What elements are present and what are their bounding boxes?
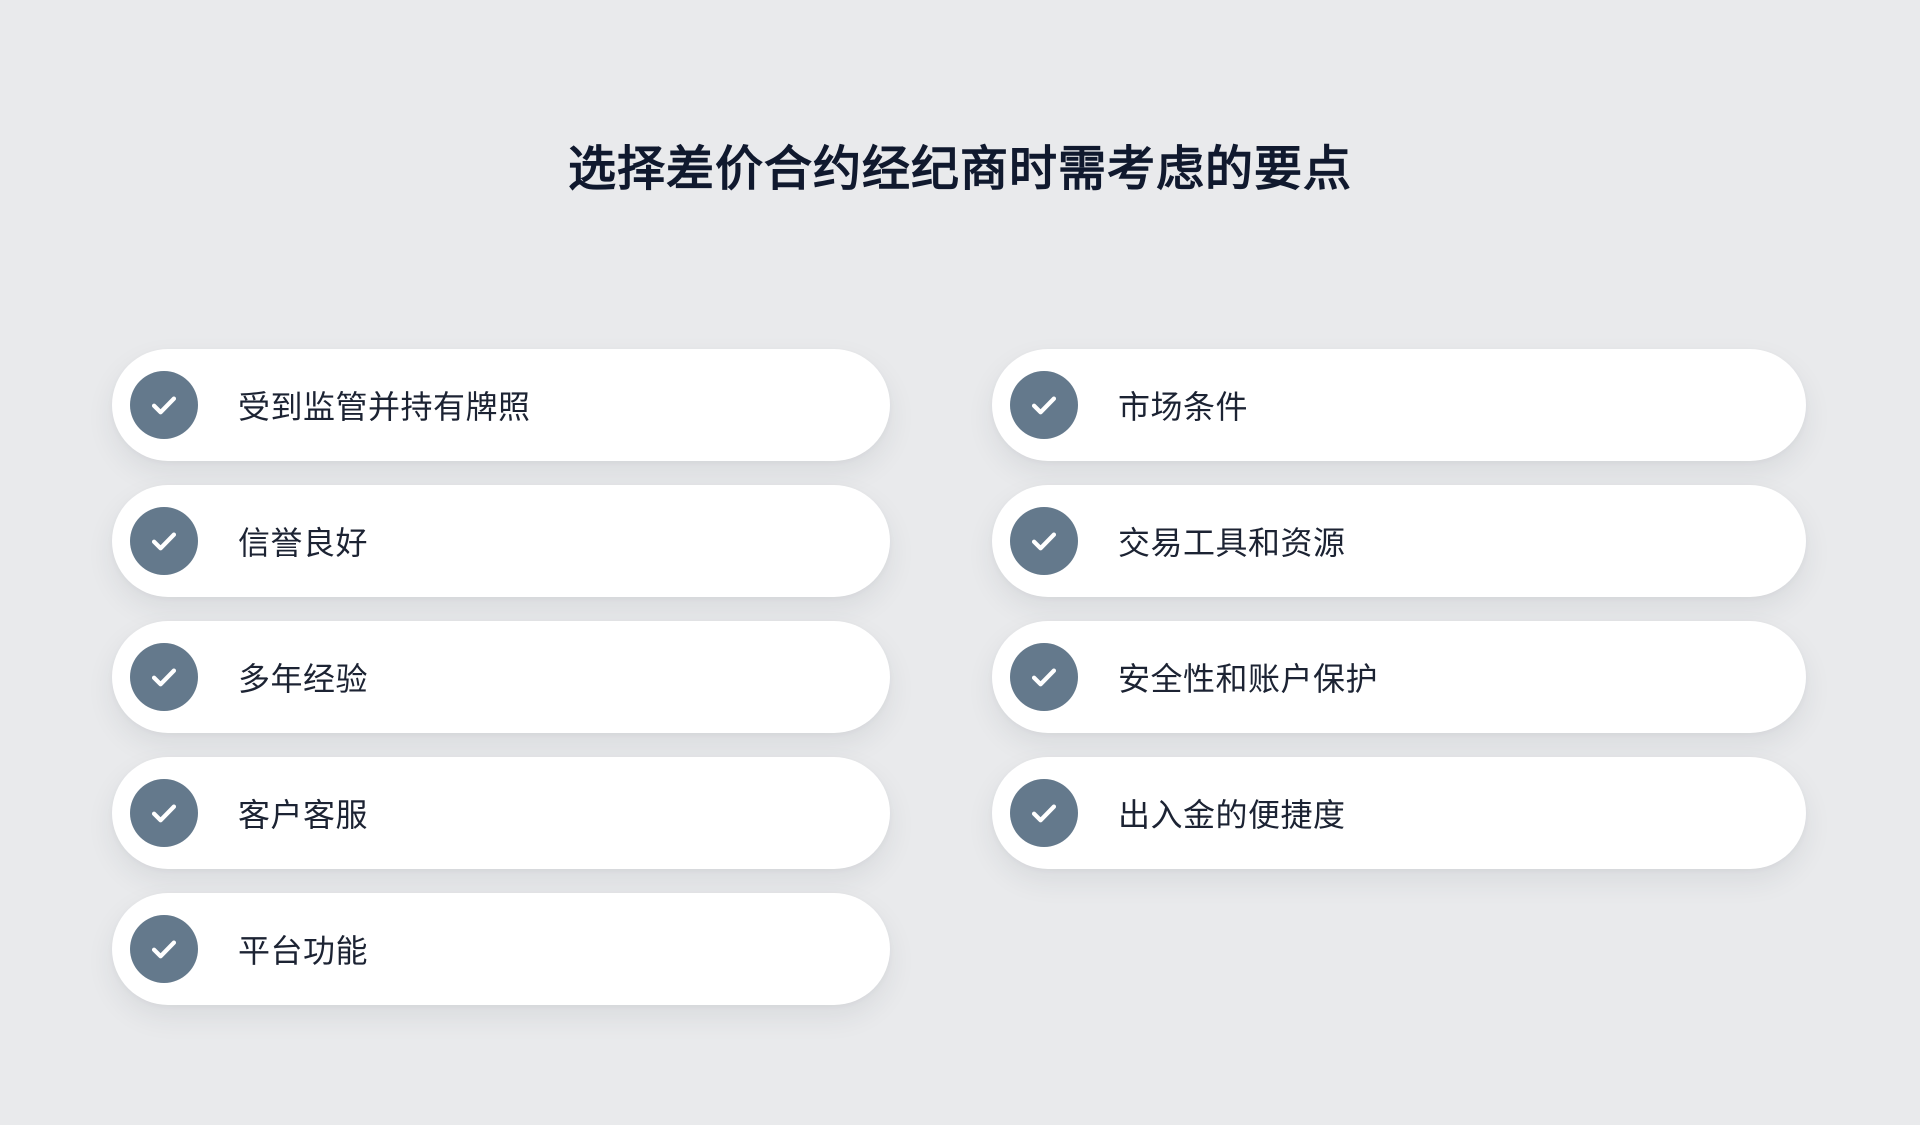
list-item-label: 出入金的便捷度: [1118, 797, 1346, 833]
list-item: 市场条件: [992, 349, 1806, 461]
list-item: 多年经验: [112, 621, 890, 733]
list-item: 出入金的便捷度: [992, 757, 1806, 869]
check-icon: [1010, 779, 1078, 847]
check-icon: [1010, 507, 1078, 575]
check-icon: [130, 643, 198, 711]
list-item-label: 受到监管并持有牌照: [238, 389, 531, 425]
list-item-label: 多年经验: [238, 661, 369, 697]
check-icon: [130, 779, 198, 847]
list-item: 受到监管并持有牌照: [112, 349, 890, 461]
page-title: 选择差价合约经纪商时需考虑的要点: [567, 143, 1352, 196]
checklist-column-left: 受到监管并持有牌照 信誉良好 多年经验 客户客服: [112, 349, 890, 1005]
list-item-label: 平台功能: [238, 933, 369, 969]
list-item: 平台功能: [112, 893, 890, 1005]
list-item-label: 信誉良好: [238, 525, 369, 561]
list-item-label: 交易工具和资源: [1118, 525, 1346, 561]
check-icon: [1010, 643, 1078, 711]
checklist-column-right: 市场条件 交易工具和资源 安全性和账户保护 出入金的便捷度: [992, 349, 1806, 1005]
list-item-label: 客户客服: [238, 797, 369, 833]
list-item: 安全性和账户保护: [992, 621, 1806, 733]
list-item: 交易工具和资源: [992, 485, 1806, 597]
list-item-label: 安全性和账户保护: [1118, 661, 1379, 697]
list-item-label: 市场条件: [1118, 389, 1249, 425]
check-icon: [1010, 371, 1078, 439]
check-icon: [130, 371, 198, 439]
list-item: 信誉良好: [112, 485, 890, 597]
check-icon: [130, 507, 198, 575]
checklist-grid: 受到监管并持有牌照 信誉良好 多年经验 客户客服: [0, 349, 1920, 1005]
list-item: 客户客服: [112, 757, 890, 869]
check-icon: [130, 915, 198, 983]
